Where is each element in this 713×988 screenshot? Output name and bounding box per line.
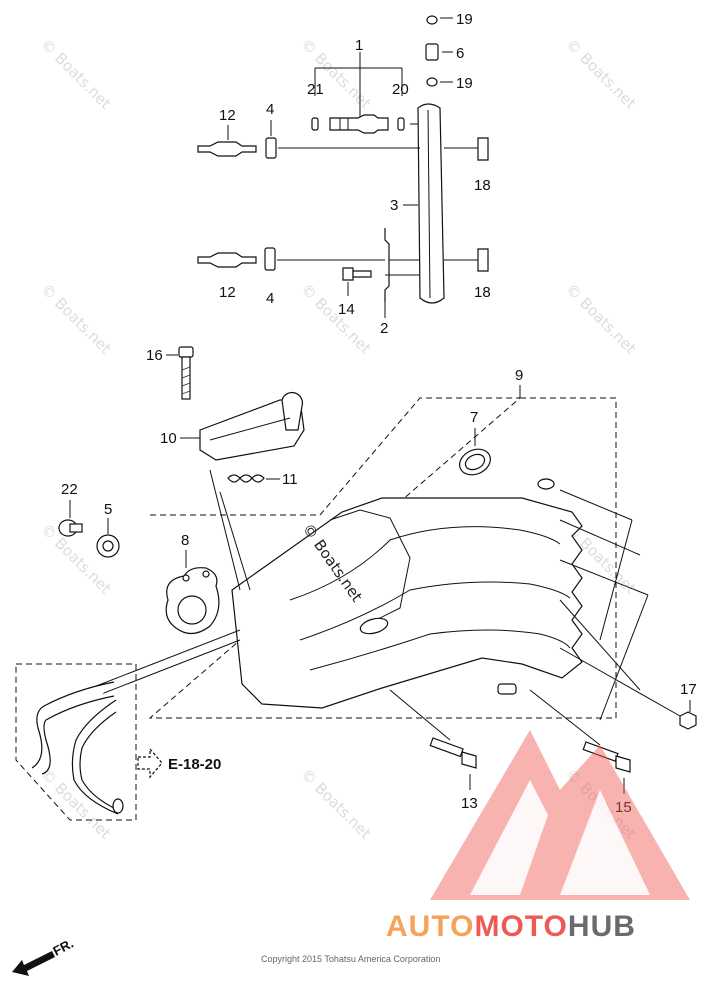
callout-2: 2 — [380, 320, 388, 337]
front-label: FR. — [50, 936, 76, 959]
svg-text:AUTOMOTOHUB: AUTOMOTOHUB — [386, 910, 636, 943]
part-4-joint-upper — [265, 120, 420, 159]
front-arrow-icon — [12, 951, 55, 976]
callout-14: 14 — [338, 301, 355, 318]
callout-4-bottom: 4 — [266, 290, 274, 307]
part-15-bolt — [529, 689, 631, 794]
part-19-washer-top — [426, 15, 453, 25]
part-17-nut — [559, 647, 697, 730]
callout-11: 11 — [282, 471, 298, 488]
callout-13: 13 — [461, 795, 478, 812]
callout-20: 20 — [392, 81, 409, 98]
part-10-bracket — [180, 391, 305, 461]
watermarks: © Boats.net © Boats.net © Boats.net © Bo… — [37, 35, 640, 843]
brand-auto: AUTO — [386, 910, 474, 943]
callout-5: 5 — [104, 501, 112, 518]
watermark: © Boats.net — [37, 35, 115, 113]
intake-manifold — [85, 469, 649, 721]
part-8-gasket — [165, 550, 220, 635]
part-3-fuel-rail — [403, 103, 445, 304]
part-19-washer-bottom — [426, 77, 453, 87]
callout-12-top: 12 — [219, 107, 236, 124]
reference-label: E-18-20 — [168, 756, 221, 773]
callout-8: 8 — [181, 532, 189, 549]
brand-hub: HUB — [568, 910, 636, 943]
part-12-hose-upper — [197, 125, 257, 157]
callout-numbers: 19 6 19 1 21 20 12 4 3 18 12 4 14 2 18 1… — [61, 11, 697, 816]
watermark: © Boats.net — [297, 280, 375, 358]
watermark: © Boats.net — [297, 765, 375, 843]
part-1-injector — [311, 52, 424, 134]
part-2-bracket — [384, 228, 420, 318]
triangle-logo-icon — [430, 730, 690, 900]
callout-21: 21 — [307, 81, 324, 98]
part-22-grommet — [58, 500, 83, 537]
brand-logo: AUTOMOTOHUB — [386, 730, 690, 943]
callout-19-top: 19 — [456, 11, 473, 28]
callout-9: 9 — [515, 367, 523, 384]
copyright-text: Copyright 2015 Tohatsu America Corporati… — [261, 954, 440, 964]
part-12-hose-lower — [197, 252, 257, 268]
callout-16: 16 — [146, 347, 163, 364]
callout-12-bottom: 12 — [219, 284, 236, 301]
part-14-bolt — [342, 267, 372, 296]
watermark: © Boats.net — [562, 35, 640, 113]
callout-19-bottom: 19 — [456, 75, 473, 92]
part-16-bolt — [166, 346, 194, 400]
part-18-cap-upper — [444, 137, 489, 161]
watermark: © Boats.net — [37, 280, 115, 358]
hose-group — [15, 663, 137, 821]
watermark: © Boats.net — [562, 280, 640, 358]
callout-18-top: 18 — [474, 177, 491, 194]
callout-15: 15 — [615, 799, 632, 816]
callout-3: 3 — [390, 197, 398, 214]
callout-1: 1 — [355, 37, 363, 54]
brand-moto: MOTO — [474, 910, 567, 943]
part-6-fitting — [425, 43, 453, 61]
callout-18-bottom: 18 — [474, 284, 491, 301]
part-7-clamp — [459, 428, 491, 476]
callout-6: 6 — [456, 45, 464, 62]
callout-4-top: 4 — [266, 101, 274, 118]
callout-7: 7 — [470, 409, 478, 426]
callout-22: 22 — [61, 481, 78, 498]
callout-10: 10 — [160, 430, 177, 447]
part-13-bolt — [389, 689, 477, 790]
part-4-joint-lower — [264, 247, 420, 271]
part-11-gasket — [227, 474, 280, 483]
part-5-nut — [96, 518, 120, 558]
part-18-cap-lower — [444, 248, 489, 272]
callout-17: 17 — [680, 681, 697, 698]
reference-arrow-icon — [137, 747, 163, 779]
